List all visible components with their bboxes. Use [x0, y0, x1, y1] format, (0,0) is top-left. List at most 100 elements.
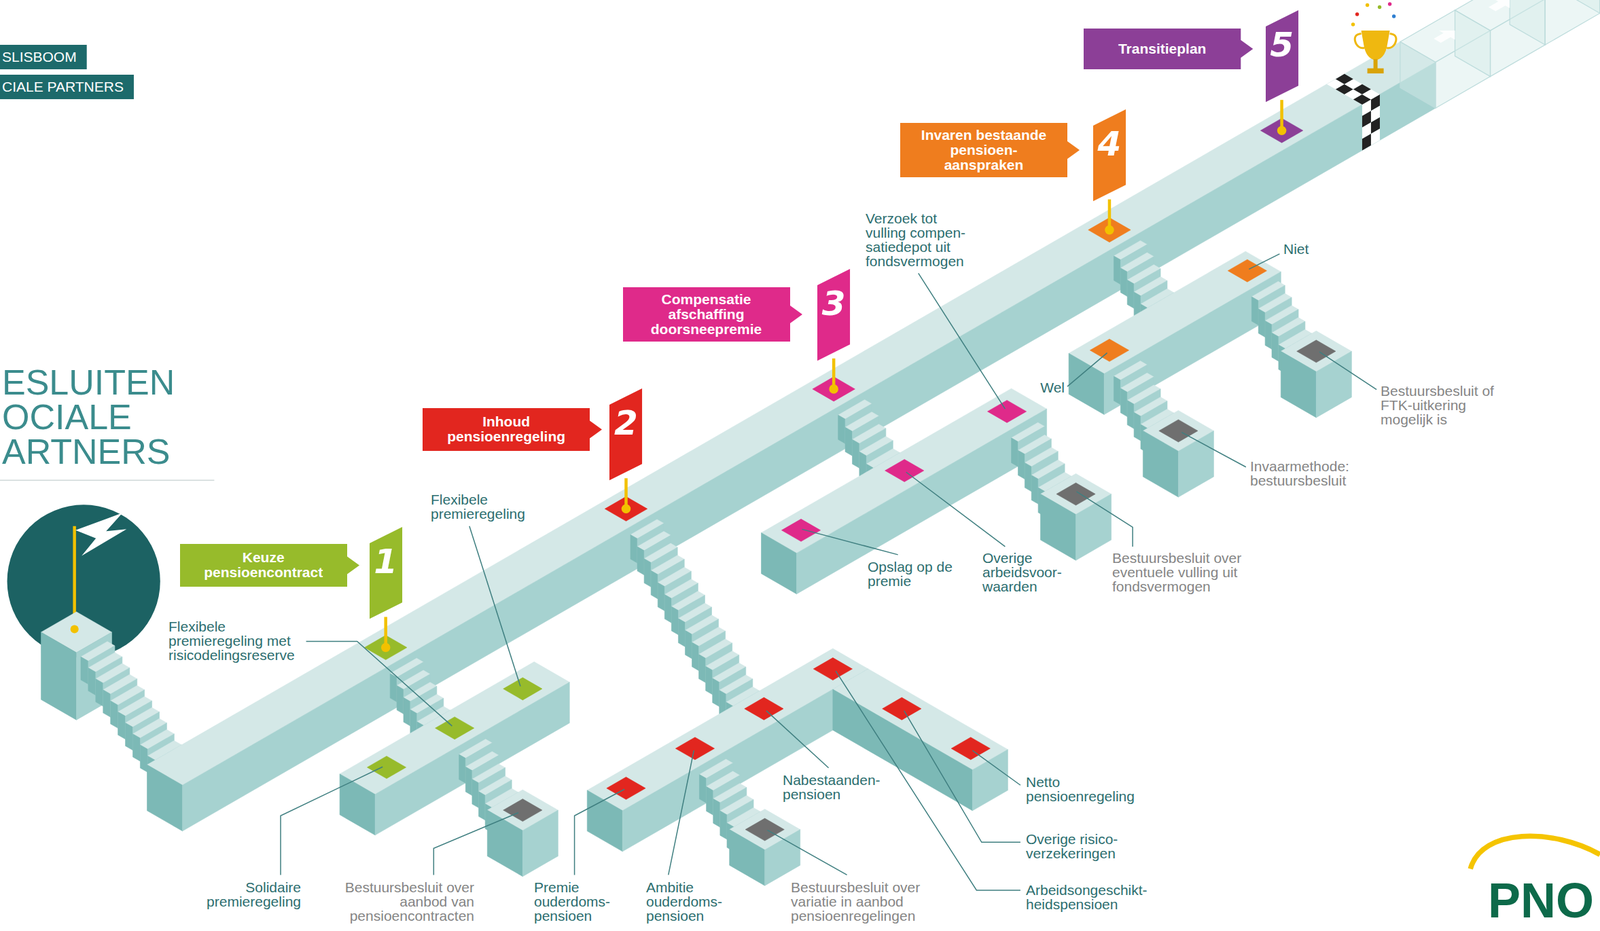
marker-tile [882, 697, 922, 721]
marker-tile [503, 678, 543, 701]
glass-block [1400, 42, 1436, 109]
stair-step [1113, 376, 1121, 405]
header-tab: SLISBOOM [0, 44, 87, 70]
stair-step [630, 534, 638, 564]
stair-step [838, 415, 846, 444]
branch-beam [761, 533, 797, 595]
decision-pier [729, 830, 766, 887]
stair-step [1127, 400, 1134, 430]
flag-banner [1093, 109, 1126, 202]
marker-tile [1056, 483, 1096, 506]
marker-tile [1089, 339, 1129, 362]
stair-step [684, 630, 692, 660]
stair-step [1133, 412, 1141, 441]
branch-beam [972, 750, 1008, 812]
flag-pole-base [1104, 225, 1115, 236]
tab-shape [0, 74, 134, 100]
glass-block [1509, 0, 1545, 45]
branch-beam [1068, 353, 1105, 415]
marker-tile [503, 799, 543, 823]
stair-step [110, 701, 119, 729]
decision-pier [1142, 430, 1179, 498]
stair-step [139, 745, 148, 773]
stair-step [657, 582, 665, 612]
leader-line [906, 472, 1006, 547]
board-decision-note: Invaarmethode: bestuursbesluit [1250, 459, 1359, 488]
direction-arrow [1488, 0, 1510, 12]
stair-step [705, 666, 713, 696]
decision-pier [522, 810, 558, 878]
step-label-box: Invaren bestaande pensioen- aanspraken [900, 122, 1080, 178]
main-beam [147, 765, 183, 832]
decision-pier [1040, 494, 1077, 562]
stair-step [1011, 438, 1019, 467]
start-tower [40, 632, 77, 721]
step-flag: 4 [1093, 109, 1126, 202]
stair-step [699, 774, 706, 804]
branch-beam [622, 669, 869, 852]
leader-line [469, 526, 521, 687]
confetti [1365, 3, 1370, 7]
node-text: SLISBOOM [2, 49, 77, 65]
step-label-box: Inhoud pensioenregeling [422, 408, 602, 452]
stair-step [713, 798, 721, 828]
stair-step [1017, 450, 1025, 479]
start-flag [75, 512, 127, 556]
tab-shape [0, 44, 87, 70]
marker-tile [366, 756, 406, 779]
callout-label: Ambitie ouderdoms- pensioen [646, 880, 735, 924]
board-decision-note: Bestuursbesluit over aanbod van pensioen… [331, 880, 475, 924]
flag-banner [817, 269, 850, 361]
leader-line [972, 750, 1021, 786]
glass-block [1564, 0, 1600, 14]
stair-step [1251, 296, 1259, 326]
arrow-tag-shape [900, 122, 1080, 178]
flag-banner [1265, 10, 1299, 102]
step-number: 2 [609, 388, 643, 441]
stair-step [1265, 320, 1272, 350]
branch-beam [375, 682, 570, 836]
step-flag: 2 [609, 388, 643, 481]
stair-step [720, 811, 727, 840]
header-tab: CIALE PARTNERS [0, 74, 134, 100]
node-text: CIALE PARTNERS [2, 79, 124, 95]
step-number: 5 [1265, 10, 1299, 62]
arrow-tag-shape [1083, 28, 1253, 70]
glass-block [1455, 10, 1491, 77]
decision-pier [487, 810, 523, 878]
step-flag: 3 [817, 269, 850, 361]
leader-line [1181, 432, 1247, 468]
stair-step [1024, 462, 1032, 492]
callout-label: Netto pensioenregeling [1025, 775, 1145, 804]
stair-step [706, 786, 714, 816]
leader-line [1248, 254, 1280, 270]
stair-step [459, 754, 467, 784]
stair-step [1271, 332, 1279, 362]
leader-line [1067, 353, 1108, 388]
callout-label: Flexibele premieregeling met risicodelin… [168, 619, 308, 663]
stair-step [132, 734, 140, 762]
node-text: Transitieplan [1118, 41, 1207, 57]
step-number: 3 [817, 269, 850, 321]
confetti [1388, 2, 1392, 6]
flag-banner [369, 527, 403, 619]
direction-arrow [1433, 30, 1455, 43]
stair-step [103, 690, 111, 718]
node-text: Inhoud pensioenregeling [431, 414, 581, 445]
trophy-stem [1373, 59, 1378, 70]
stair-step [678, 618, 685, 648]
callout-label: Flexibele premieregeling [430, 492, 540, 522]
stair-step [692, 642, 700, 672]
callout-label: Solidaire premieregeling [192, 880, 301, 910]
stair-step [472, 779, 479, 808]
branch-beam [832, 689, 973, 812]
stair-step [637, 546, 645, 576]
callout-label: Premie ouderdoms- pensioen [534, 880, 623, 924]
stair-step [465, 767, 473, 796]
decision-pier [765, 830, 801, 887]
confetti [1392, 14, 1396, 18]
callout-label: Arbeidsongeschikt- heidspensioen [1025, 883, 1159, 912]
stair-step [1031, 475, 1039, 505]
arrow-tag-shape [422, 408, 602, 452]
marker-tile [885, 459, 924, 482]
